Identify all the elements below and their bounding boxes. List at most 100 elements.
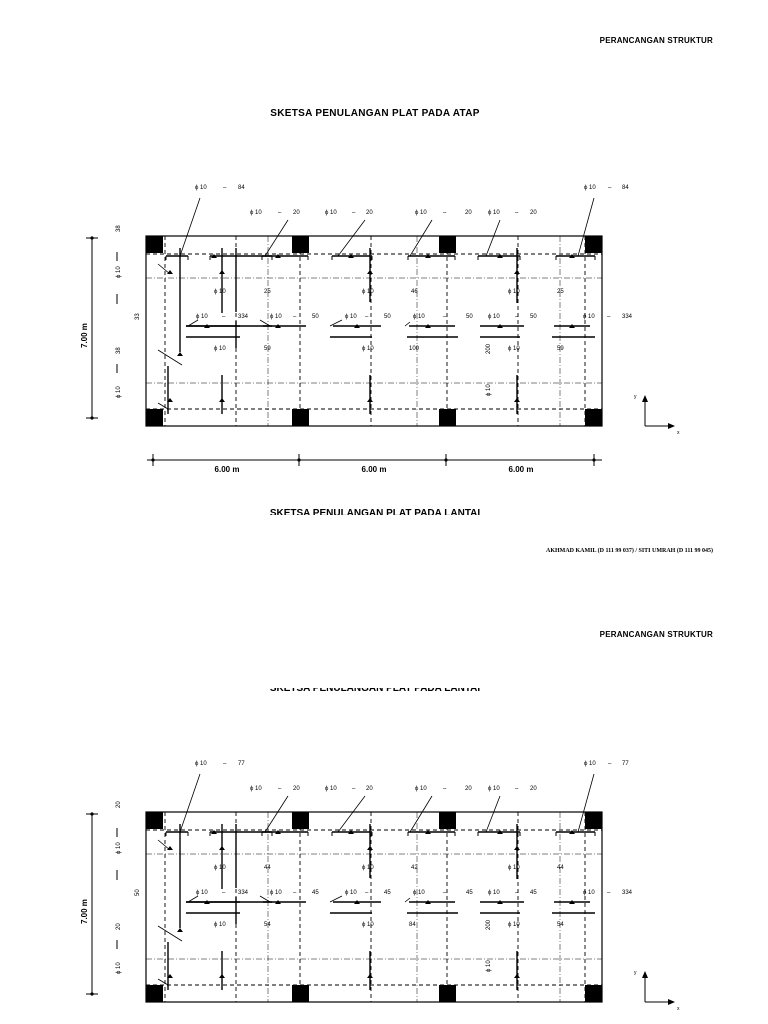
column-bottom-0	[146, 409, 163, 426]
dim-vertical-dot-0	[90, 236, 94, 240]
dim-vertical-label: 7.00 m	[80, 899, 89, 924]
label-phi-top-left: ϕ 10	[195, 761, 207, 767]
label-center-phi: ϕ 10	[486, 960, 492, 972]
label-phi-row1-2: ϕ 10	[508, 289, 520, 295]
leader-line-10	[259, 319, 271, 327]
label-row2-left: 334	[238, 314, 249, 320]
label-dash-ti-1: –	[352, 210, 356, 216]
leader-line-4	[485, 795, 501, 833]
label-row1-0: 44	[264, 865, 271, 871]
label-row2-1: 45	[384, 890, 391, 896]
leader-line-1	[264, 795, 289, 833]
label-phi-row3-0: ϕ 10	[214, 346, 226, 352]
dim-horizontal-label-2: 6.00 m	[509, 465, 534, 474]
leader-line-10	[259, 895, 271, 903]
slab-outline	[145, 811, 603, 1003]
drawing-title-cut: SKETSA PENULANGAN PLAT PADA LANTAI	[269, 688, 481, 694]
column-top-2	[439, 236, 456, 253]
bar-support-symbol-13	[425, 324, 431, 328]
label-row3-1: 84	[409, 922, 416, 928]
label-dash-ti-0: –	[278, 210, 282, 216]
axis-y-label: y	[634, 970, 637, 976]
leader-line-8	[157, 402, 169, 410]
label-center-vertical: 200	[486, 919, 492, 930]
bar-support-symbol-8	[367, 846, 373, 850]
axis-x-label: x	[677, 1006, 680, 1012]
label-phi-top-inner-2: ϕ 10	[415, 210, 427, 216]
bar-support-symbol-0	[211, 830, 217, 834]
leader-line-9	[187, 319, 199, 327]
label-dash-row2-0: –	[293, 314, 297, 320]
label-row1-0: 25	[264, 289, 271, 295]
label-row2-2: 45	[466, 890, 473, 896]
label-dash-row2-3: –	[515, 890, 519, 896]
bar-support-symbol-5	[569, 830, 575, 834]
column-bottom-2	[439, 409, 456, 426]
bar-support-symbol-12	[354, 900, 360, 904]
label-dash-row2-2: –	[443, 314, 447, 320]
label-phi-row2-0: ϕ 10	[270, 890, 282, 896]
leader-line-11	[329, 895, 343, 903]
label-dash-ti-3: –	[515, 786, 519, 792]
label-phi-top-inner-3: ϕ 10	[488, 210, 500, 216]
column-top-2	[439, 812, 456, 829]
leader-line-5	[577, 197, 595, 257]
column-top-0	[146, 236, 163, 253]
bar-support-symbol-2	[348, 254, 354, 258]
bar-support-symbol-11	[275, 324, 281, 328]
dim-horizontal-label-1: 6.00 m	[362, 465, 387, 474]
label-row2-right: 334	[622, 890, 633, 896]
label-dash-ti-0: –	[278, 786, 282, 792]
label-phi-row3-1: ϕ 10	[362, 922, 374, 928]
bar-support-symbol-3	[425, 254, 431, 258]
label-phi-row3-1: ϕ 10	[362, 346, 374, 352]
label-dash-ti-2: –	[443, 786, 447, 792]
label-row3-0: 59	[264, 346, 271, 352]
axis-x-label: x	[677, 430, 680, 436]
label-side-phi-1: ϕ 10	[116, 266, 122, 278]
label-phi-top-right: ϕ 10	[584, 185, 596, 191]
label-side-1: 38	[116, 225, 122, 232]
label-phi-row2-1: ϕ 10	[345, 314, 357, 320]
leader-line-12	[404, 321, 411, 327]
label-row2-left: 334	[238, 890, 249, 896]
label-dash-row2-0: –	[293, 890, 297, 896]
dim-horizontal-dot-3	[592, 458, 596, 462]
bar-support-symbol-0	[211, 254, 217, 258]
label-row1-2: 25	[557, 289, 564, 295]
leader-line-8	[157, 978, 169, 986]
label-top-outer-left: 77	[238, 761, 245, 767]
bar-support-symbol-3	[425, 830, 431, 834]
bar-support-symbol-16	[177, 352, 183, 356]
bar-support-symbol-18	[367, 974, 373, 978]
leader-line-6	[157, 263, 171, 275]
leader-line-2	[337, 219, 366, 257]
label-row3-1: 100	[409, 346, 420, 352]
leader-line-0	[179, 773, 201, 833]
next-drawing-title-cut: SKETSA PENULANGAN PLAT PADA LANTAI	[269, 508, 481, 515]
label-phi-row2-2: ϕ 10	[413, 314, 425, 320]
label-phi-row1-0: ϕ 10	[214, 289, 226, 295]
bar-support-symbol-20	[514, 398, 520, 402]
label-phi-row2-r: ϕ 10	[583, 314, 595, 320]
bar-support-symbol-10	[204, 324, 210, 328]
bar-support-symbol-12	[354, 324, 360, 328]
bar-support-symbol-11	[275, 900, 281, 904]
label-dash-row2-r: –	[607, 314, 611, 320]
bar-support-symbol-9	[514, 846, 520, 850]
dim-vertical-label: 7.00 m	[80, 323, 89, 348]
bar-support-symbol-17	[219, 974, 225, 978]
label-top-inner-2: 20	[465, 210, 472, 216]
label-dash-row2-3: –	[515, 314, 519, 320]
label-dash-row2-r: –	[607, 890, 611, 896]
column-bottom-1	[292, 409, 309, 426]
label-dash-ti-2: –	[443, 210, 447, 216]
bar-support-symbol-20	[514, 974, 520, 978]
axis-y-arrow	[642, 971, 648, 978]
page-header-2: PERANCANGAN STRUKTUR	[599, 630, 713, 639]
drawing-title: SKETSA PENULANGAN PLAT PADA ATAP	[270, 108, 480, 119]
bar-support-symbol-19	[167, 974, 173, 978]
label-dash-row2-l: –	[222, 890, 226, 896]
dim-horizontal-dot-1	[297, 458, 301, 462]
